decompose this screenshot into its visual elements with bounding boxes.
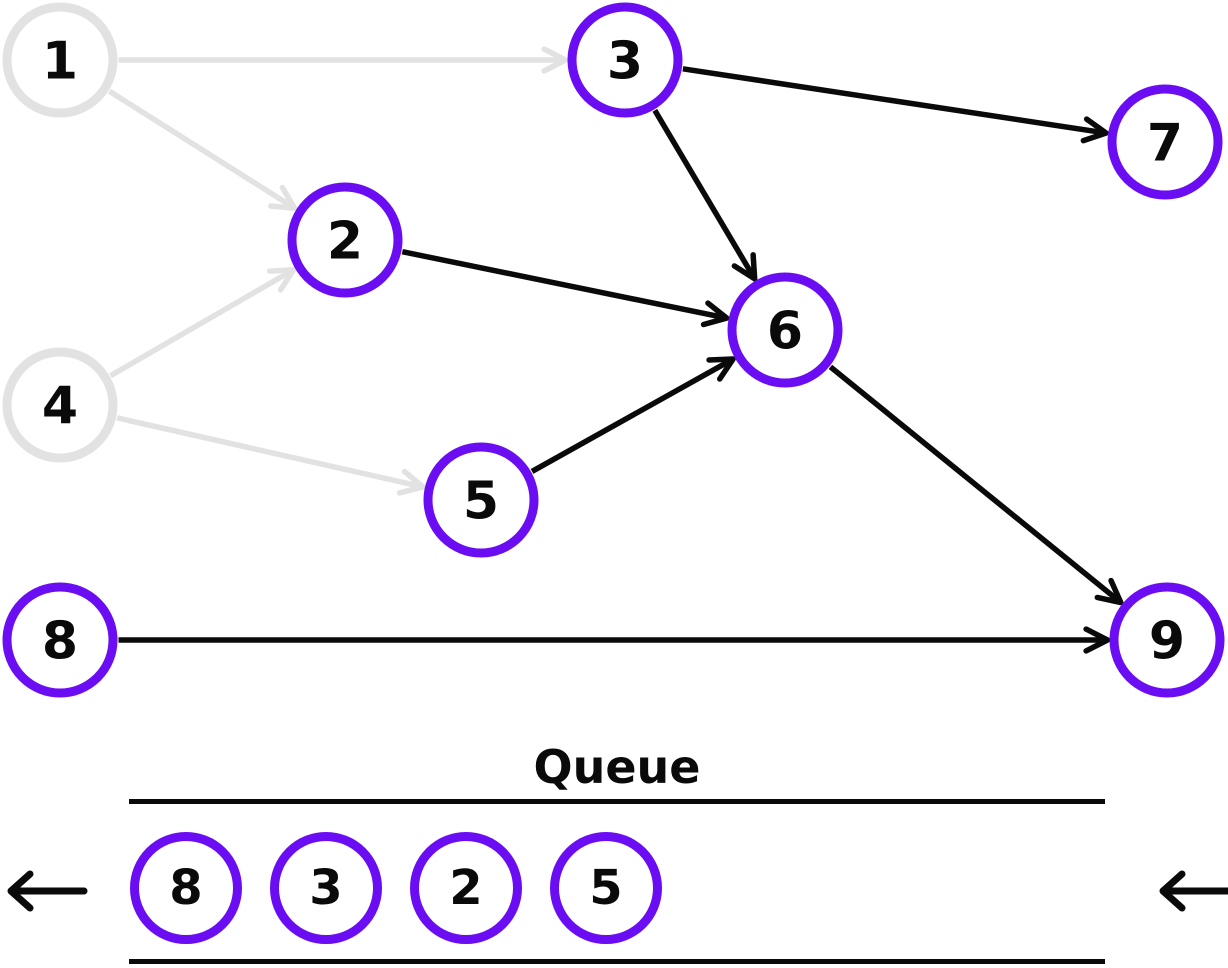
edge-1-3 <box>118 46 569 74</box>
queue-item-label: 5 <box>589 860 623 916</box>
queue-item: 3 <box>270 832 382 944</box>
queue-enter-arrow-icon <box>1159 870 1228 912</box>
graph-node-8[interactable]: 8 <box>2 582 118 698</box>
graph-node-3[interactable]: 3 <box>567 2 683 118</box>
graph-node-label: 4 <box>42 377 78 437</box>
graph-node-9[interactable]: 9 <box>1109 582 1225 698</box>
graph-node-label: 8 <box>42 612 78 672</box>
queue-item: 5 <box>550 832 662 944</box>
arrowhead-icon <box>541 46 569 74</box>
arrowhead-icon <box>268 184 298 211</box>
arrowhead-icon <box>266 267 297 293</box>
graph-node-label: 3 <box>607 32 643 92</box>
queue-item: 8 <box>130 832 242 944</box>
graph-node-label: 2 <box>327 212 363 272</box>
edge-8-9 <box>118 626 1111 654</box>
graph-node-label: 5 <box>463 472 499 532</box>
edge-3-6 <box>652 108 758 282</box>
arrowhead-icon <box>1083 626 1111 654</box>
queue-title: Queue <box>533 740 701 794</box>
arrowhead-icon <box>731 252 758 282</box>
queue-items: 8 3 2 5 <box>130 832 662 944</box>
queue-item-label: 3 <box>309 860 343 916</box>
queue-exit-arrow-icon <box>7 870 88 912</box>
queue-item: 2 <box>410 832 522 944</box>
arrowhead-icon <box>706 356 736 382</box>
graph-node-4[interactable]: 4 <box>2 347 118 463</box>
graph-node-label: 9 <box>1149 612 1185 672</box>
graph-canvas: 1 3 7 2 4 6 5 8 9 <box>2 2 1225 698</box>
edge-4-2 <box>109 267 297 379</box>
queue-bottom-line <box>129 959 1105 964</box>
edge-5-6 <box>530 356 736 474</box>
queue-item-label: 8 <box>169 860 203 916</box>
arrowhead-icon <box>1094 577 1124 606</box>
graph-node-1[interactable]: 1 <box>2 2 118 118</box>
edge-1-2 <box>107 88 298 211</box>
graph-node-label: 1 <box>42 32 78 92</box>
graph-node-label: 7 <box>1147 114 1183 174</box>
arrowhead-icon <box>700 300 730 328</box>
arrowhead-icon <box>1080 116 1109 144</box>
graph-node-6[interactable]: 6 <box>727 272 843 388</box>
edge-3-7 <box>682 66 1109 144</box>
queue-item-label: 2 <box>449 860 483 916</box>
edge-2-6 <box>401 249 730 328</box>
edge-4-5 <box>116 415 426 496</box>
graph-node-2[interactable]: 2 <box>287 182 403 298</box>
graph-node-5[interactable]: 5 <box>423 442 539 558</box>
edge-6-9 <box>828 364 1124 606</box>
graph-node-7[interactable]: 7 <box>1107 84 1223 200</box>
queue-top-line <box>129 799 1105 804</box>
arrowhead-icon <box>396 468 426 496</box>
graph-node-label: 6 <box>767 302 803 362</box>
